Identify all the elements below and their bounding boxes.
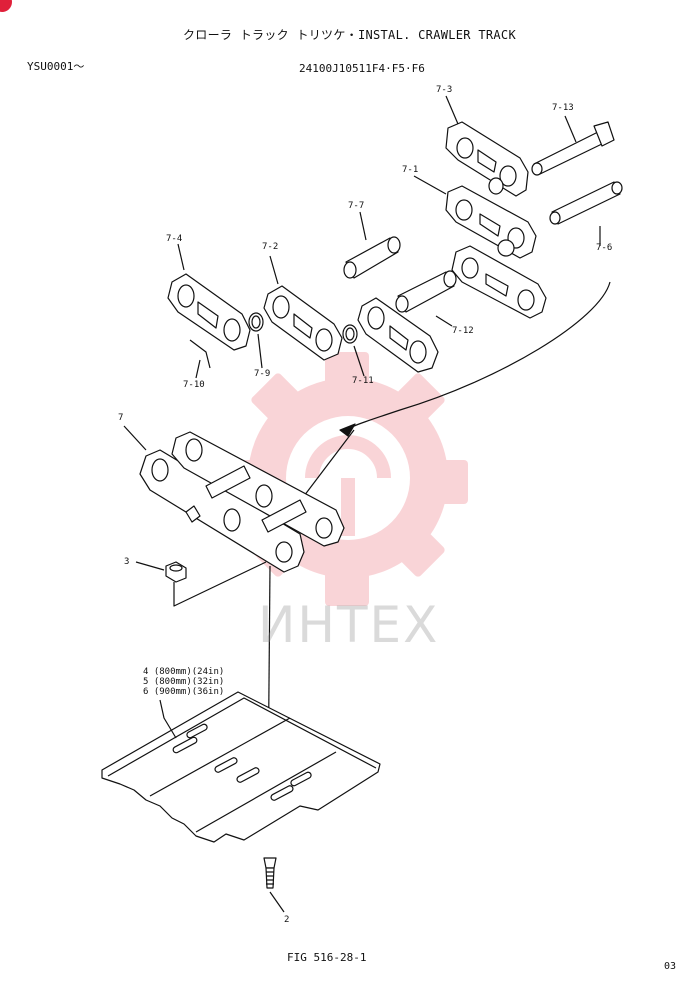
callout-2: 2	[284, 915, 290, 925]
pin-7-10	[189, 339, 211, 369]
callout-7-1: 7-1	[402, 165, 419, 175]
bolt-2	[263, 857, 277, 889]
shoe-variant-4: 4 (800mm)(24in)	[143, 667, 225, 677]
callout-7-2: 7-2	[262, 242, 279, 252]
callout-7-7: 7-7	[348, 201, 365, 211]
shoe-variant-6: 6 (900mm)(36in)	[143, 687, 225, 697]
assembled-track-link-7	[139, 431, 345, 573]
serial-range: YSU0001〜	[27, 60, 85, 73]
shoe-variant-5: 5 (800mm)(32in)	[143, 677, 225, 687]
callout-3: 3	[124, 557, 130, 567]
pin-7-6	[549, 181, 623, 225]
seal-7-9	[248, 312, 264, 332]
seal-7-11	[342, 324, 358, 344]
callout-7-3: 7-3	[436, 85, 453, 95]
model-codes: 24100J10511F4·F5·F6	[299, 62, 425, 75]
page-title: クローラ トラック トリツケ・INSTAL. CRAWLER TRACK	[183, 28, 516, 42]
callout-7-11: 7-11	[352, 376, 374, 386]
bushing-7-7	[343, 236, 401, 279]
pin-7-13	[531, 121, 615, 176]
callout-7-13: 7-13	[552, 103, 574, 113]
page-number: 03	[664, 961, 677, 972]
nut-3	[165, 561, 187, 583]
callout-7-6: 7-6	[596, 243, 613, 253]
bushing-7-12	[395, 270, 457, 313]
link-7-1	[445, 185, 537, 259]
link-lower-right	[451, 245, 547, 319]
link-lower-middle	[357, 297, 439, 373]
callout-7-9: 7-9	[254, 369, 271, 379]
callout-7-12: 7-12	[452, 326, 474, 336]
callout-7: 7	[118, 413, 124, 423]
link-7-3	[445, 121, 529, 197]
figure-number: FIG 516-28-1	[287, 951, 367, 964]
watermark-text: ИНТЕХ	[258, 596, 440, 654]
callout-7-10: 7-10	[183, 380, 205, 390]
corner-mark	[0, 0, 12, 12]
callout-7-4: 7-4	[166, 234, 183, 244]
track-shoe	[101, 691, 381, 843]
link-7-4	[167, 273, 251, 351]
link-7-2	[263, 285, 343, 361]
